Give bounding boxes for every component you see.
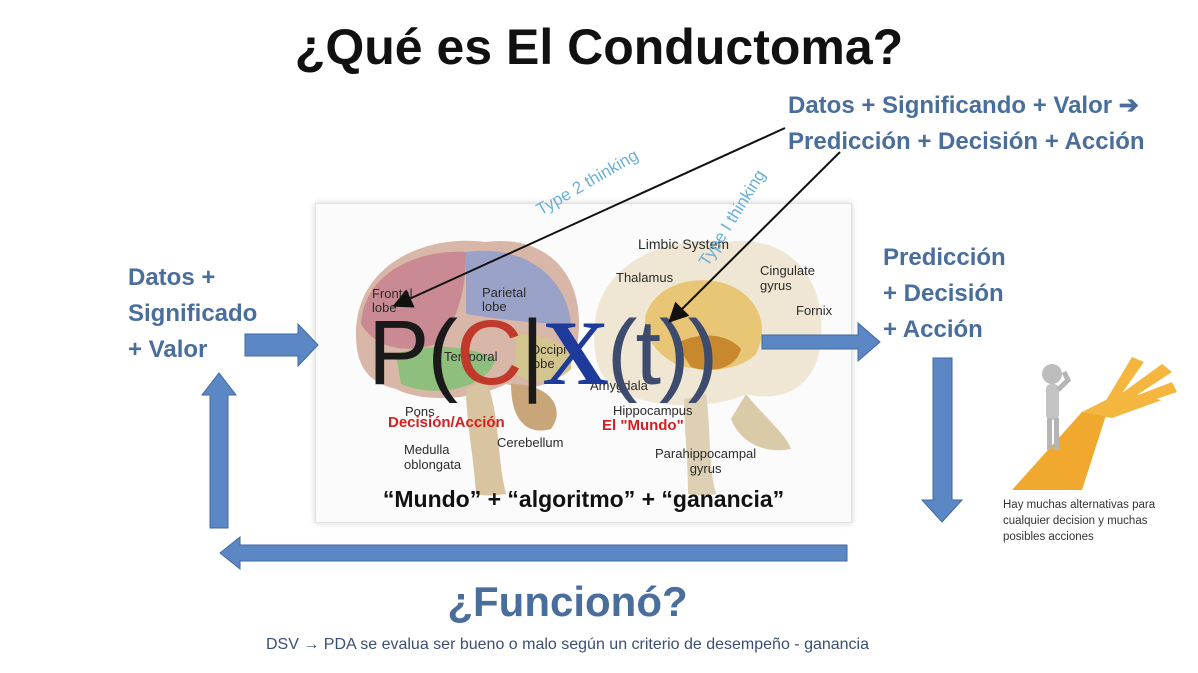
output-line-1: Predicción <box>883 244 1006 271</box>
formula-t: t <box>635 302 661 404</box>
brain-illustration <box>356 240 822 496</box>
output-line-3: + Acción <box>883 316 983 343</box>
output-arrow-right <box>761 321 881 363</box>
feedback-arrow-left <box>219 535 848 571</box>
cingulate-gyrus-label: Cingulate gyrus <box>760 263 815 293</box>
formula-p: P( <box>368 302 458 404</box>
crossroads-illustration <box>1012 357 1177 490</box>
medulla-label: Medulla oblongata <box>404 442 462 472</box>
limbic-system-label: Limbic System <box>638 236 730 252</box>
cerebellum-label: Cerebellum <box>497 435 564 450</box>
formula-c: C <box>456 302 522 404</box>
input-line-2: Significado <box>128 300 258 327</box>
decision-action-label: Decisión/Acción <box>388 414 505 431</box>
input-line-3: + Valor <box>128 336 208 363</box>
evaluation-footnote: DSV → PDA se evalua ser bueno o malo seg… <box>265 636 870 653</box>
conditional-probability-formula: P(C|X(t)) <box>368 300 718 406</box>
brain-illustration-panel <box>315 203 852 523</box>
hippocampus-label: Hippocampus <box>613 403 693 418</box>
amygdala-label: Amygdala <box>590 378 648 393</box>
formula-open: ( <box>606 302 638 404</box>
thalamus-label: Thalamus <box>616 270 674 285</box>
person-crossroads-image <box>1012 352 1182 490</box>
page-title: ¿Qué es El Conductoma? <box>294 19 904 75</box>
alternatives-caption: Hay muchas alternativas para cualquier d… <box>1003 499 1156 543</box>
top-right-equation: Datos + Significando + Valor ➔ Predicció… <box>788 88 1145 160</box>
occipital-label: Occipi lobe <box>530 342 567 371</box>
input-arrow-right <box>244 322 319 368</box>
temporal-label: Temporal <box>444 349 498 364</box>
input-label-block: Datos + Significado + Valor <box>128 260 257 368</box>
pointer-arrow-to-t <box>668 151 841 323</box>
fornix-label: Fornix <box>796 303 833 318</box>
output-label-block: Predicción + Decisión + Acción <box>883 240 1006 348</box>
output-line-2: + Decisión <box>883 280 1004 307</box>
formula-x: X <box>542 302 608 404</box>
parietal-lobe-label: Parietal lobe <box>482 285 527 314</box>
input-line-1: Datos + <box>128 264 216 291</box>
did-it-work-heading: ¿Funcionó? <box>447 578 688 625</box>
left-brain-image <box>356 240 580 496</box>
down-arrow <box>920 357 964 523</box>
pons-label: Pons <box>405 404 435 419</box>
world-algorithm-gain-caption: “Mundo” + “algoritmo” + “ganancia” <box>382 486 785 512</box>
el-mundo-label: El "Mundo" <box>602 417 684 434</box>
parahippocampal-label: Parahippocampal gyrus <box>655 446 757 476</box>
top-right-line-2: Predicción + Decisión + Acción <box>788 128 1145 155</box>
top-right-line-1: Datos + Significando + Valor ➔ <box>788 92 1139 119</box>
formula-bar: | <box>520 302 544 404</box>
up-arrow <box>200 372 238 529</box>
pointer-arrow-to-p <box>392 127 786 308</box>
